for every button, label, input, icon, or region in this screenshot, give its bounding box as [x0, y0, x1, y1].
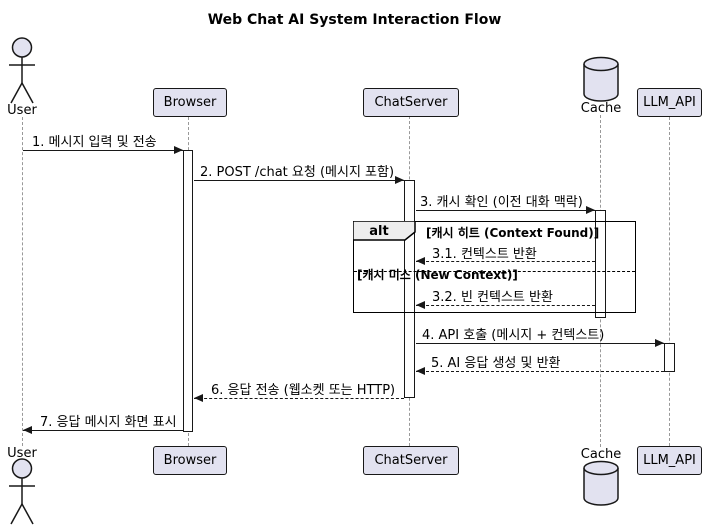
message-3-line [416, 210, 595, 211]
diagram-title: Web Chat AI System Interaction Flow [207, 12, 502, 28]
message-5-line [416, 371, 664, 372]
message-7-label: 7. 응답 메시지 화면 표시 [40, 415, 177, 430]
message-6-line [194, 398, 404, 399]
participant-chatserver-bottom: ChatServer [363, 446, 459, 475]
activation-llm-api [664, 343, 675, 372]
message-4-arrowhead [655, 339, 664, 347]
alt-condition-miss: [캐시 미스 (New Context)] [357, 268, 518, 282]
message-3-2-arrowhead [416, 301, 425, 309]
message-2-label: 2. POST /chat 요청 (메시지 포함) [200, 165, 395, 180]
message-1-line [23, 150, 183, 151]
participant-chatserver-top: ChatServer [363, 88, 459, 117]
participant-browser-bottom: Browser [153, 446, 227, 475]
message-3-arrowhead [586, 206, 595, 214]
message-1-arrowhead [174, 146, 183, 154]
alt-pentagon-icon [353, 221, 416, 241]
message-3-2-label: 3.2. 빈 컨텍스트 반환 [432, 290, 553, 305]
participant-llm-api-bottom: LLM_API [637, 446, 702, 475]
message-4-label: 4. API 호출 (메시지 + 컨텍스트) [422, 328, 605, 343]
message-3-label: 3. 캐시 확인 (이전 대화 맥락) [420, 195, 583, 210]
database-icon-top [583, 56, 619, 102]
participant-browser-top: Browser [153, 88, 227, 117]
alt-operator-badge: alt [369, 224, 389, 239]
alt-condition-hit: [캐시 히트 (Context Found)] [426, 226, 600, 240]
activation-cache [595, 210, 606, 318]
message-3-1-label: 3.1. 컨텍스트 반환 [432, 247, 537, 262]
message-7-arrowhead [23, 426, 32, 434]
message-2-line [194, 180, 404, 181]
participant-cache-top-label: Cache [580, 101, 622, 116]
message-6-label: 6. 응답 전송 (웹소켓 또는 HTTP) [211, 383, 396, 398]
message-7-line [23, 430, 183, 431]
lifeline-user [22, 117, 23, 446]
participant-llm-api-top: LLM_API [637, 88, 702, 117]
participant-cache-bottom-label: Cache [580, 447, 622, 462]
message-6-arrowhead [194, 394, 203, 402]
user-actor-icon-bottom [9, 458, 35, 525]
alt-else-divider [354, 271, 635, 272]
activation-browser [183, 150, 193, 432]
message-2-arrowhead [395, 176, 404, 184]
participant-user-bottom-label: User [7, 446, 37, 461]
database-icon-bottom [583, 460, 619, 506]
message-1-label: 1. 메시지 입력 및 전송 [32, 135, 157, 150]
message-4-line [416, 343, 664, 344]
message-3-1-arrowhead [416, 257, 425, 265]
message-3-1-line [416, 261, 595, 262]
message-3-2-line [416, 305, 595, 306]
user-actor-icon [9, 37, 35, 104]
participant-user-top-label: User [7, 103, 37, 118]
lifeline-llm-api [669, 117, 670, 446]
message-5-arrowhead [416, 367, 425, 375]
alt-frame [353, 221, 636, 313]
message-5-label: 5. AI 응답 생성 및 반환 [431, 356, 561, 371]
activation-chatserver [404, 180, 415, 398]
